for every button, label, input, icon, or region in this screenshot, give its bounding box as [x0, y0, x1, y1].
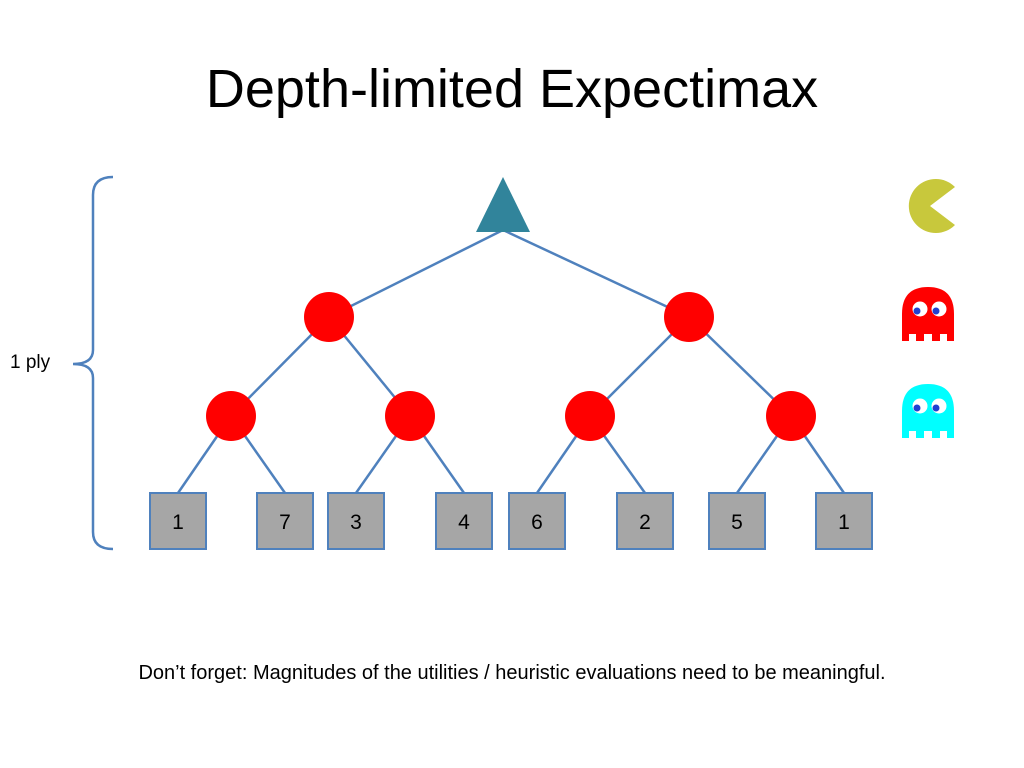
leaf-value: 3: [350, 511, 362, 534]
leaf-box: [508, 492, 566, 550]
leaf-value: 6: [531, 511, 543, 534]
leaf-node: 7: [256, 492, 314, 550]
chance-node: [766, 391, 816, 441]
leaf-value: 4: [458, 511, 470, 534]
footnote: Don’t forget: Magnitudes of the utilitie…: [138, 662, 886, 684]
chance-node: [304, 292, 354, 342]
leaf-box: [708, 492, 766, 550]
pacman-icon: [908, 179, 955, 234]
ply-brace: [72, 175, 114, 551]
leaf-node: 1: [149, 492, 207, 550]
leaf-node: 2: [616, 492, 674, 550]
leaf-value: 1: [838, 511, 850, 534]
leaf-value: 2: [639, 511, 651, 534]
slide-title: Depth-limited Expectimax: [205, 59, 819, 119]
leaf-node: 4: [435, 492, 493, 550]
chance-node: [206, 391, 256, 441]
chance-nodes: [206, 292, 816, 441]
ply-label: 1 ply: [10, 352, 51, 373]
tree-edge: [328, 228, 504, 319]
leaf-box: [616, 492, 674, 550]
leaf-value: 5: [731, 511, 743, 534]
leaf-value: 7: [279, 511, 291, 534]
tree-edge: [502, 228, 690, 319]
cyan-ghost-icon: [902, 384, 954, 438]
chance-node: [565, 391, 615, 441]
leaf-node: 3: [327, 492, 385, 550]
chance-node: [664, 292, 714, 342]
leaf-box: [327, 492, 385, 550]
chance-node: [385, 391, 435, 441]
leaf-box: [435, 492, 493, 550]
leaf-value: 1: [172, 511, 184, 534]
max-node-root: [476, 177, 530, 232]
red-ghost-icon: [902, 287, 954, 341]
tree-edges: [176, 228, 846, 494]
leaf-box: [149, 492, 207, 550]
leaf-node: 1: [815, 492, 873, 550]
leaf-box: [815, 492, 873, 550]
leaf-box: [256, 492, 314, 550]
leaf-nodes: 1 7 3 4 6 2 5 1: [149, 492, 873, 550]
leaf-node: 5: [708, 492, 766, 550]
leaf-node: 6: [508, 492, 566, 550]
